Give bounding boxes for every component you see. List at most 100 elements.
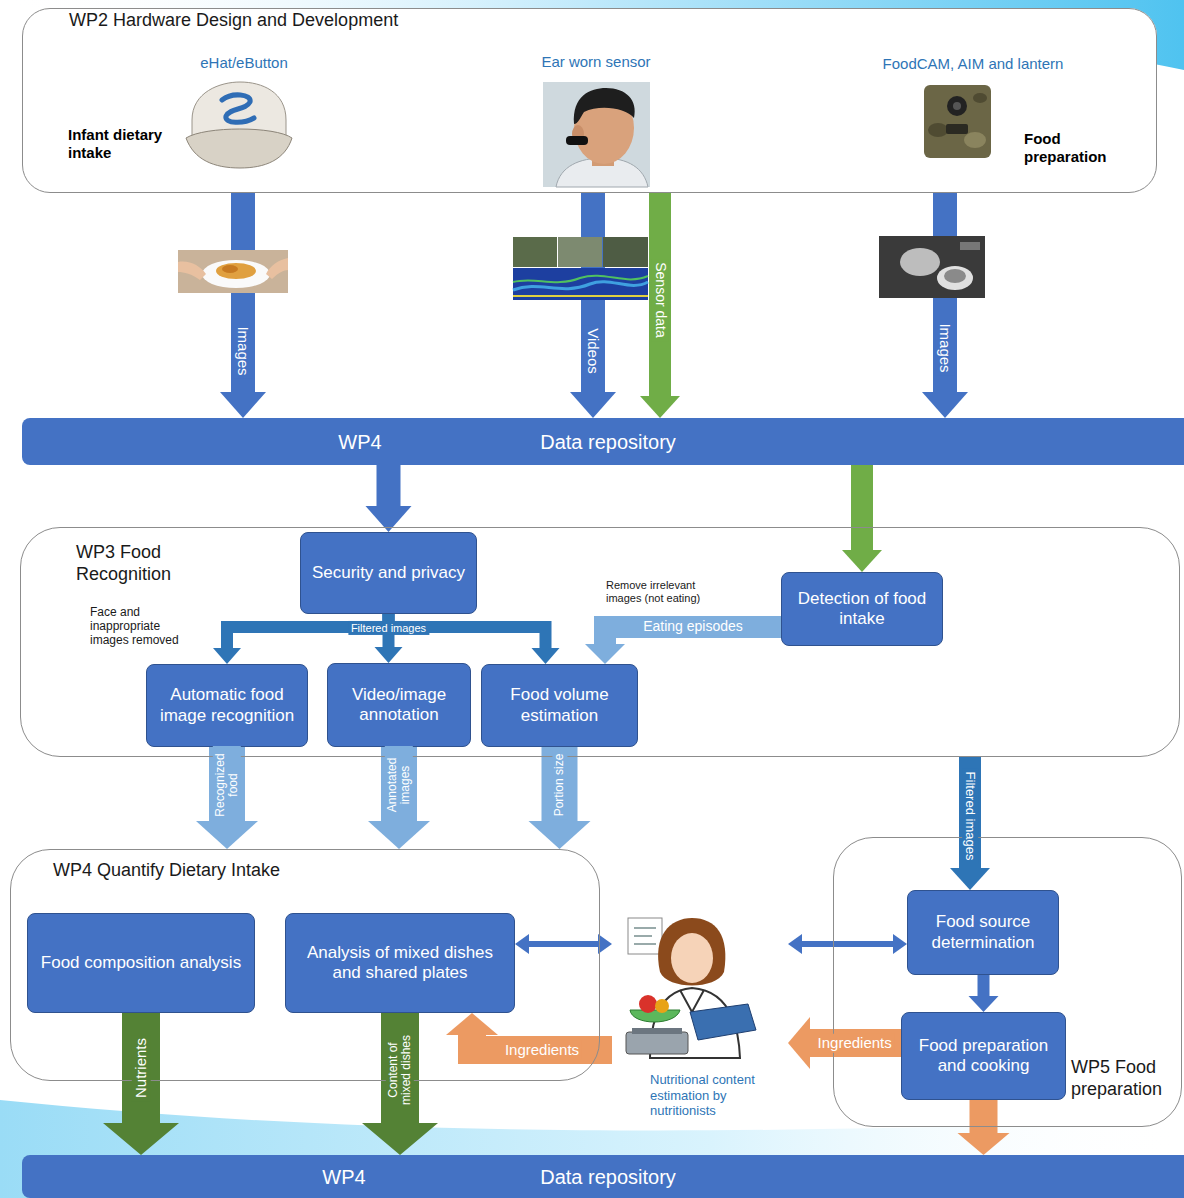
node-text: Infant dietary intake [68,126,188,162]
arrow-head [529,821,591,849]
kitchen-thumbnail-part [879,236,985,298]
arrow-head [570,392,616,418]
arrow-label: Filtered images [348,621,429,635]
node-text: Ear worn sensor [541,53,650,71]
arrow-head [368,821,430,849]
arrow-head [598,934,612,954]
ear-sensor-photo-part [574,88,635,124]
arrow-head [196,821,258,849]
flow-arrow [788,1017,901,1069]
meal-thumbnail-part [222,265,238,273]
meal-thumbnail [178,250,288,293]
foodcam-picture [924,85,991,158]
arrow-head [969,996,999,1012]
arrow-label: Portion size [552,750,567,819]
ehat-picture-part [222,95,254,122]
arrow-shaft [851,465,873,551]
video-thumbnail-part [513,276,648,282]
arrow-label: Recognized food [213,746,241,824]
video-thumbnail [513,237,648,300]
process-box: Detection of food intake [781,572,943,646]
box-label: Food volume estimation [490,685,629,726]
box-label: Detection of food intake [790,589,934,630]
arrow-shaft [542,747,578,822]
arrow-shaft [809,1029,901,1057]
meal-thumbnail-part [202,260,270,288]
kitchen-thumbnail-part [937,266,973,290]
ehat-picture-part [192,82,286,136]
panel-fill [10,849,600,1081]
panel-heading: WP3 Food Recognition [76,542,206,585]
box-label: Food preparation and cooking [910,1036,1057,1077]
nutritionist-picture-part [626,1032,688,1054]
arrow-head [532,648,560,664]
arrow-shaft [122,1013,160,1124]
arrow-label: Filtered images [962,768,978,863]
panel-fill [20,527,1180,757]
arrow-head [515,934,529,954]
arrow-head [446,1013,498,1035]
process-box: Food preparation and cooking [901,1012,1066,1100]
nutritionist-picture-part [690,1004,756,1040]
process-box: Food composition analysis [27,913,255,1013]
arrow-head [788,1017,810,1069]
nutritionist-picture-part [671,933,713,983]
video-thumbnail-part [513,268,648,300]
arrow-head [366,506,412,532]
arrow-label: Ingredients [502,1041,582,1060]
flow-arrow [529,747,591,849]
node-text: FoodCAM, AIM and lantern [883,55,1064,73]
arrow-head [842,550,882,572]
panel-heading: WP4 Quantify Dietary Intake [53,860,280,882]
flow-arrow [515,934,612,954]
work-package-panel: WP2 Hardware Design and DevelopmenteHat/… [22,8,1157,193]
arrow-shaft [978,975,990,997]
arrow-label: Annotated images [385,746,413,824]
kitchen-thumbnail-part [944,269,966,283]
annotation-note: Face and inappropriate images removed [90,606,202,647]
meal-thumbnail-part [178,250,288,293]
box-label: Security and privacy [312,563,465,583]
flow-arrow [922,193,968,418]
node-text: WP4 [338,430,381,454]
nutritionist-picture-part [658,918,725,986]
nutritionist-picture-part [655,999,669,1013]
arrow-head [958,1133,1010,1155]
ehat-picture-part [186,129,292,168]
node-text: Food preparation [1024,130,1134,166]
flow-arrow [220,193,266,418]
foodcam-picture-part [947,96,967,116]
arrow-shaft [649,193,671,397]
foodcam-picture-part [953,102,961,110]
node-text: eHat/eButton [200,54,288,72]
panel-fill [22,8,1157,193]
video-thumbnail-part [513,282,648,290]
flow-arrow [969,975,999,1012]
foodcam-picture-part [924,85,991,158]
arrow-shaft [801,941,894,947]
arrow-label: Images [234,323,253,378]
meal-thumbnail-part [216,263,256,279]
arrow-head [922,392,968,418]
foodcam-picture-part [928,123,948,137]
nutritionist-picture-part [630,1010,680,1022]
flow-arrow [788,934,907,954]
box-label: Food composition analysis [41,953,241,973]
kitchen-thumbnail-part [900,248,940,276]
foodcam-picture-part [964,132,986,148]
process-box: Video/image annotation [327,663,471,747]
arrow-label: Content of mixed dishes [386,1025,414,1115]
arrow-head [893,934,907,954]
video-thumbnail-part [513,295,648,297]
box-label: Video/image annotation [336,685,462,726]
box-label: Automatic food image recognition [155,685,299,726]
video-thumbnail-part [513,237,557,267]
arrow-head [375,647,403,663]
meal-thumbnail-part [178,262,206,280]
flow-arrow [362,1013,438,1155]
foodcam-picture-part [973,93,987,103]
arrow-shaft [528,941,599,947]
ear-sensor-photo [543,82,650,187]
node-text: WP4 [322,1165,365,1189]
arrow-head [950,868,990,890]
